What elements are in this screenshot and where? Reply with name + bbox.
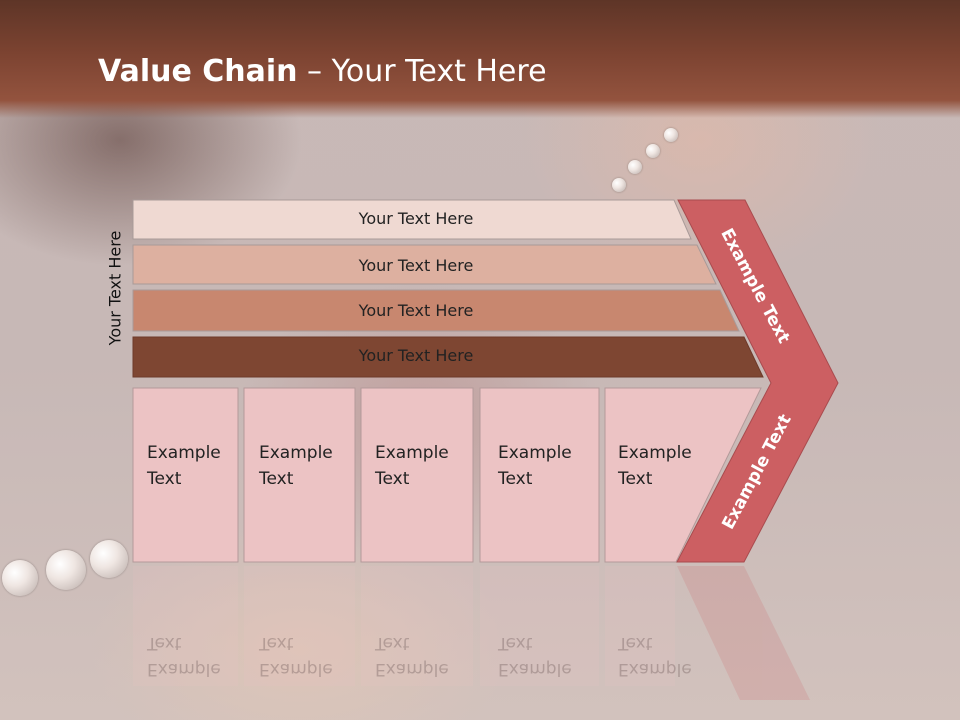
pearl-decoration xyxy=(646,144,660,158)
example-box-4[interactable] xyxy=(479,387,600,563)
example-box-5[interactable] xyxy=(604,387,762,563)
pearl-decoration xyxy=(46,550,86,590)
bar-label-4: Your Text Here xyxy=(358,346,474,365)
bar-label-2: Your Text Here xyxy=(358,256,474,275)
chain-bar-3[interactable] xyxy=(132,289,740,332)
slide-title[interactable]: Value Chain – Your Text Here xyxy=(98,54,547,89)
title-rest: – Your Text Here xyxy=(297,54,547,89)
title-bar xyxy=(0,0,960,118)
example-box-3[interactable] xyxy=(360,387,474,563)
example-box-2[interactable] xyxy=(243,387,356,563)
pearl-decoration xyxy=(2,560,38,596)
title-bold: Value Chain xyxy=(98,54,298,89)
pearl-decoration xyxy=(612,178,626,192)
chain-bar-2[interactable] xyxy=(132,244,717,285)
chain-bar-4[interactable] xyxy=(132,336,764,378)
pearl-decoration xyxy=(628,160,642,174)
bar-label-1: Your Text Here xyxy=(358,209,474,228)
example-box-1[interactable] xyxy=(132,387,239,563)
reflection xyxy=(133,566,810,700)
bar-label-3: Your Text Here xyxy=(358,301,474,320)
pearl-decoration xyxy=(90,540,128,578)
pearl-decoration xyxy=(664,128,678,142)
chain-bar-1[interactable] xyxy=(132,199,692,240)
chevron-arrow[interactable] xyxy=(676,199,839,563)
